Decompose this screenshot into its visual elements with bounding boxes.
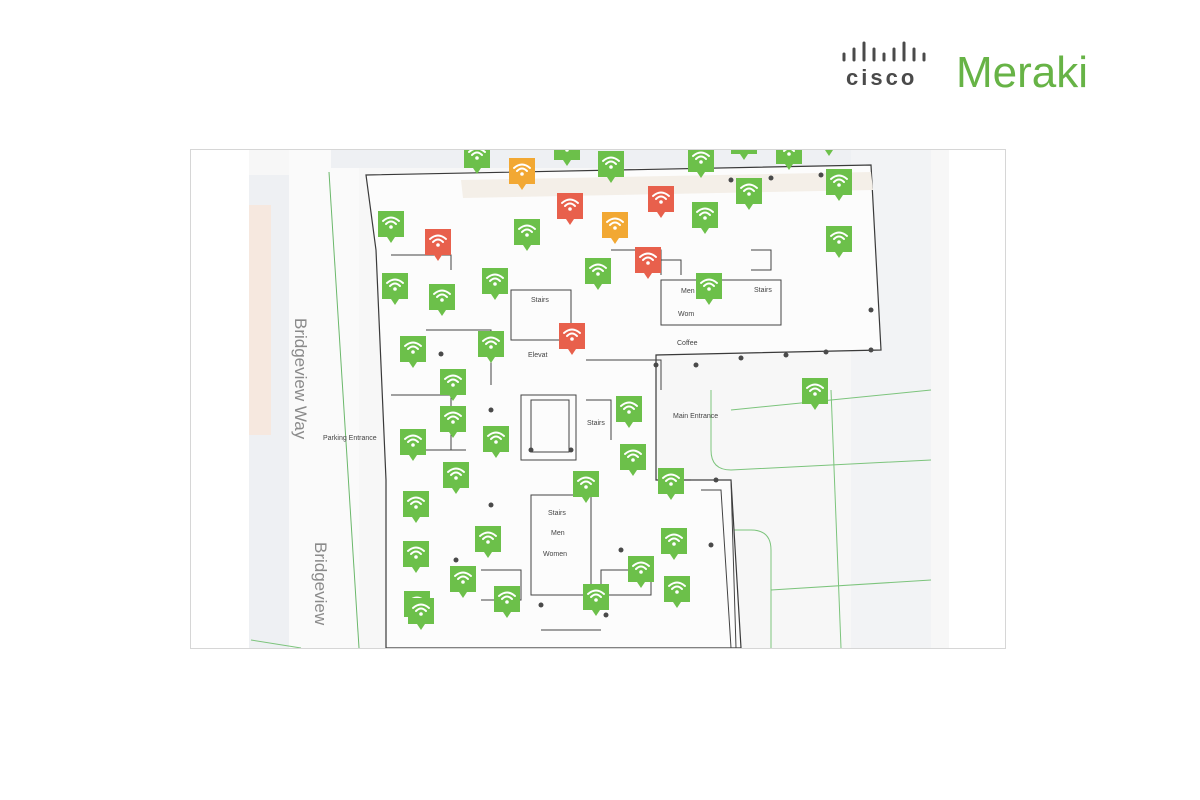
access-point-online[interactable] <box>692 202 718 234</box>
label-main-entrance: Main Entrance <box>673 413 718 420</box>
access-point-alerting[interactable] <box>602 212 628 244</box>
label-women-top: Wom <box>678 311 694 318</box>
access-point-online[interactable] <box>688 150 714 178</box>
access-point-online[interactable] <box>483 426 509 458</box>
cisco-meraki-logo: cisco Meraki <box>840 40 1100 100</box>
access-point-online[interactable] <box>400 429 426 461</box>
access-point-offline[interactable] <box>559 323 585 355</box>
access-point-online[interactable] <box>440 369 466 401</box>
access-point-online[interactable] <box>776 150 802 170</box>
access-point-online[interactable] <box>573 471 599 503</box>
access-point-online[interactable] <box>429 284 455 316</box>
label-women-bottom: Women <box>543 551 567 558</box>
cisco-bars-icon <box>842 41 926 62</box>
street-edge-line <box>328 171 360 648</box>
site-boundary-lines <box>250 389 932 648</box>
access-point-online[interactable] <box>826 226 852 258</box>
label-coffee: Coffee <box>677 340 698 347</box>
label-stairs-top: Stairs <box>531 297 549 304</box>
access-point-online[interactable] <box>816 150 842 156</box>
access-point-offline[interactable] <box>425 229 451 261</box>
access-point-online[interactable] <box>514 219 540 251</box>
street-label-bridgeview: Bridgeview <box>311 542 330 626</box>
access-point-online[interactable] <box>585 258 611 290</box>
access-point-offline[interactable] <box>557 193 583 225</box>
access-point-online[interactable] <box>408 598 434 630</box>
access-point-online[interactable] <box>478 331 504 363</box>
access-point-marker[interactable] <box>776 150 802 170</box>
access-point-online[interactable] <box>616 396 642 428</box>
access-point-online[interactable] <box>802 378 828 410</box>
column-dots <box>438 172 874 618</box>
access-point-marker[interactable] <box>464 150 490 174</box>
street-label-bridgeview-way: Bridgeview Way <box>291 318 310 440</box>
label-stairs-right: Stairs <box>754 287 772 294</box>
access-point-offline[interactable] <box>635 247 661 279</box>
access-point-marker[interactable] <box>554 150 580 166</box>
label-men-top: Men <box>681 288 695 295</box>
access-point-online[interactable] <box>620 444 646 476</box>
floor-plan-canvas[interactable]: Parking Entrance Main Entrance Coffee St… <box>191 150 1005 648</box>
access-point-online[interactable] <box>628 556 654 588</box>
access-point-offline[interactable] <box>648 186 674 218</box>
access-point-online[interactable] <box>403 491 429 523</box>
access-point-online[interactable] <box>475 526 501 558</box>
access-point-online[interactable] <box>658 468 684 500</box>
access-point-online[interactable] <box>598 151 624 183</box>
access-point-online[interactable] <box>494 586 520 618</box>
cisco-wordmark: cisco <box>846 65 918 90</box>
access-point-online[interactable] <box>696 273 722 305</box>
access-point-online[interactable] <box>440 406 466 438</box>
street-bridgeview <box>289 150 359 648</box>
access-point-marker[interactable] <box>731 150 757 160</box>
access-point-marker[interactable] <box>816 150 842 156</box>
access-point-online[interactable] <box>664 576 690 608</box>
access-point-alerting[interactable] <box>509 158 535 190</box>
floor-plan-map[interactable]: Parking Entrance Main Entrance Coffee St… <box>190 149 1006 649</box>
access-point-online[interactable] <box>661 528 687 560</box>
access-point-marker[interactable] <box>688 150 714 178</box>
access-point-online[interactable] <box>400 336 426 368</box>
parcel-west <box>249 205 271 435</box>
label-elevator: Elevat <box>528 352 548 359</box>
meraki-wordmark: Meraki <box>956 48 1089 97</box>
access-point-online[interactable] <box>464 150 490 174</box>
access-point-layer <box>378 150 852 630</box>
access-point-online[interactable] <box>731 150 757 160</box>
label-stairs-center: Stairs <box>587 420 605 427</box>
access-point-online[interactable] <box>403 541 429 573</box>
access-point-online[interactable] <box>450 566 476 598</box>
access-point-online[interactable] <box>554 150 580 166</box>
access-point-online[interactable] <box>382 273 408 305</box>
access-point-online[interactable] <box>443 462 469 494</box>
label-parking-entrance: Parking Entrance <box>323 435 377 442</box>
access-point-online[interactable] <box>482 268 508 300</box>
label-stairs-bottom: Stairs <box>548 510 566 517</box>
access-point-online[interactable] <box>583 584 609 616</box>
access-point-online[interactable] <box>736 178 762 210</box>
access-point-online[interactable] <box>378 211 404 243</box>
access-point-online[interactable] <box>826 169 852 201</box>
label-men-bottom: Men <box>551 530 565 537</box>
